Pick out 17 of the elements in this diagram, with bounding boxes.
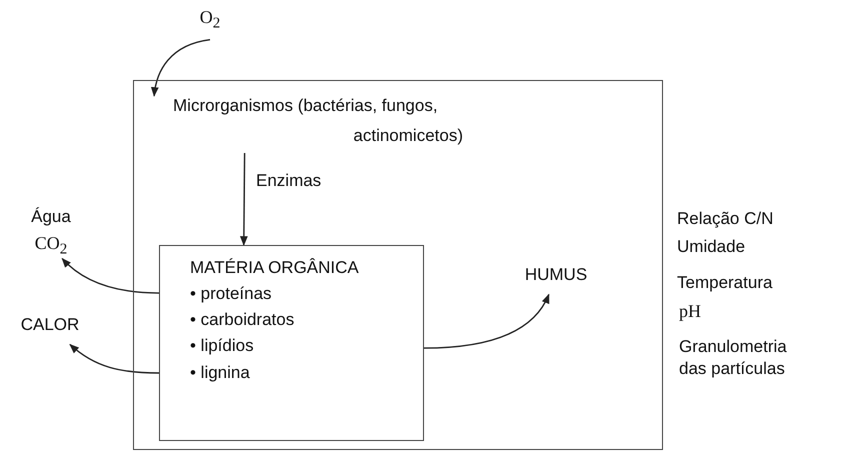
arrow (151, 39, 210, 97)
factor-label: Relação C/N (677, 208, 774, 230)
factor-label: Granulometria das partículas (679, 336, 788, 380)
node-label: O$_{2}$ (185, 4, 235, 38)
factor-label: Umidade (677, 236, 746, 258)
arrow (424, 294, 550, 349)
factor-label: pH (679, 300, 701, 323)
arrow (69, 344, 159, 374)
process-box: MATÉRIA ORGÂNICA • proteínas • carboidratos • lipídios • lignina (159, 245, 424, 441)
arrow (62, 258, 160, 294)
node-label: Água CO$_{2}$ (18, 205, 84, 257)
node-label: Microrganismos (bactérias, fungos, actinomicetos) (151, 91, 463, 153)
node-label: CALOR (10, 313, 90, 343)
factor-label: Temperatura (677, 272, 772, 294)
container-box (133, 80, 663, 450)
node-label: HUMUS (511, 263, 601, 293)
arrow (240, 153, 248, 246)
